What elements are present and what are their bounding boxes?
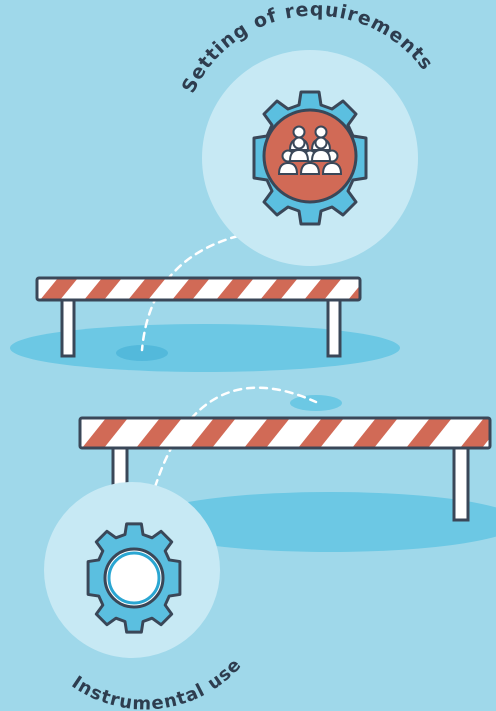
barrier-2-leg-right bbox=[454, 446, 468, 520]
barrier-1-leg-right bbox=[328, 298, 340, 356]
gear-hole bbox=[105, 549, 163, 607]
barrier-1-leg-left bbox=[62, 298, 74, 356]
empty-gear-icon bbox=[88, 524, 180, 632]
people-group-gear-icon bbox=[254, 92, 366, 224]
